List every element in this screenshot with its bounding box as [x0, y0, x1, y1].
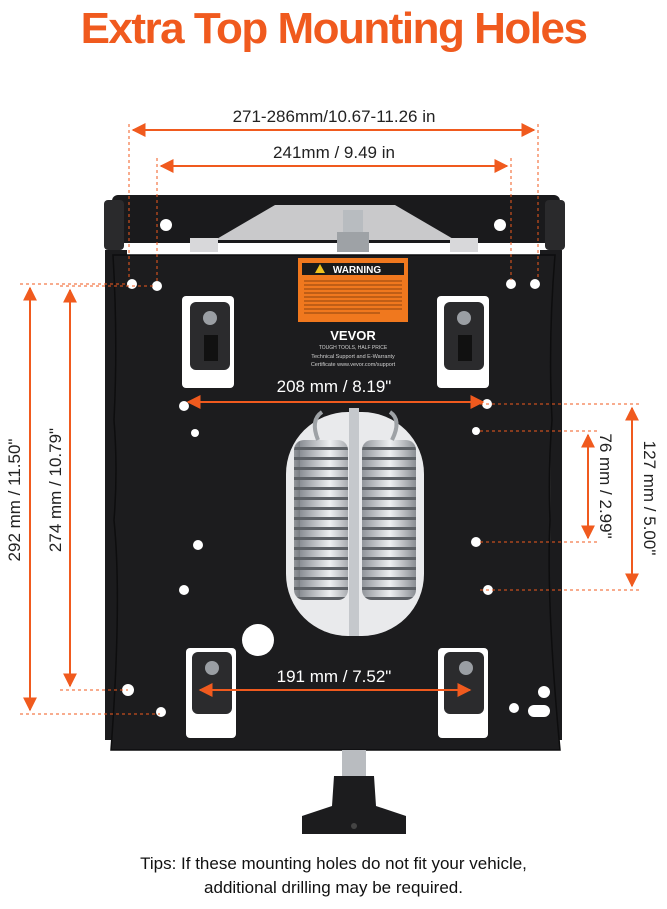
left-inner-height-label: 274 mm / 10.79" [46, 428, 65, 552]
support-line-1: Technical Support and E-Warranty [311, 354, 395, 360]
right-small-height-label: 76 mm / 2.99" [596, 433, 615, 538]
adjustment-knob [302, 750, 406, 834]
tips-line-2: additional drilling may be required. [204, 878, 463, 897]
mounting-holes [122, 279, 550, 717]
top-bolt [337, 210, 369, 252]
page-title: Extra Top Mounting Holes [80, 4, 588, 53]
left-outer-height-label: 292 mm / 11.50" [5, 439, 24, 562]
warning-title: WARNING [333, 265, 382, 276]
inner-width-label: 241mm / 9.49 in [273, 143, 395, 162]
tips-text: Tips: If these mounting holes do not fit… [0, 852, 667, 900]
lower-width-label: 191 mm / 7.52" [277, 667, 392, 686]
outer-width-label: 271-286mm/10.67-11.26 in [233, 107, 436, 126]
brand-logo: VEVOR [330, 328, 376, 343]
warning-triangle-icon [315, 264, 325, 273]
dimension-labels: 271-286mm/10.67-11.26 in 241mm / 9.49 in… [5, 107, 659, 686]
brand-tagline: TOUGH TOOLS, HALF PRICE [319, 345, 388, 351]
dimension-lines [20, 123, 640, 715]
right-large-height-label: 127 mm / 5.00" [640, 441, 659, 556]
middle-width-label: 208 mm / 8.19" [277, 377, 392, 396]
brand-label: VEVOR TOUGH TOOLS, HALF PRICE Technical … [311, 328, 396, 368]
slot-cutouts [182, 296, 489, 738]
warning-sticker: WARNING [298, 258, 408, 322]
tips-line-1: Tips: If these mounting holes do not fit… [140, 854, 527, 873]
spring-cutout [286, 408, 424, 636]
support-line-2: Certificate www.vevor.com/support [311, 362, 396, 368]
